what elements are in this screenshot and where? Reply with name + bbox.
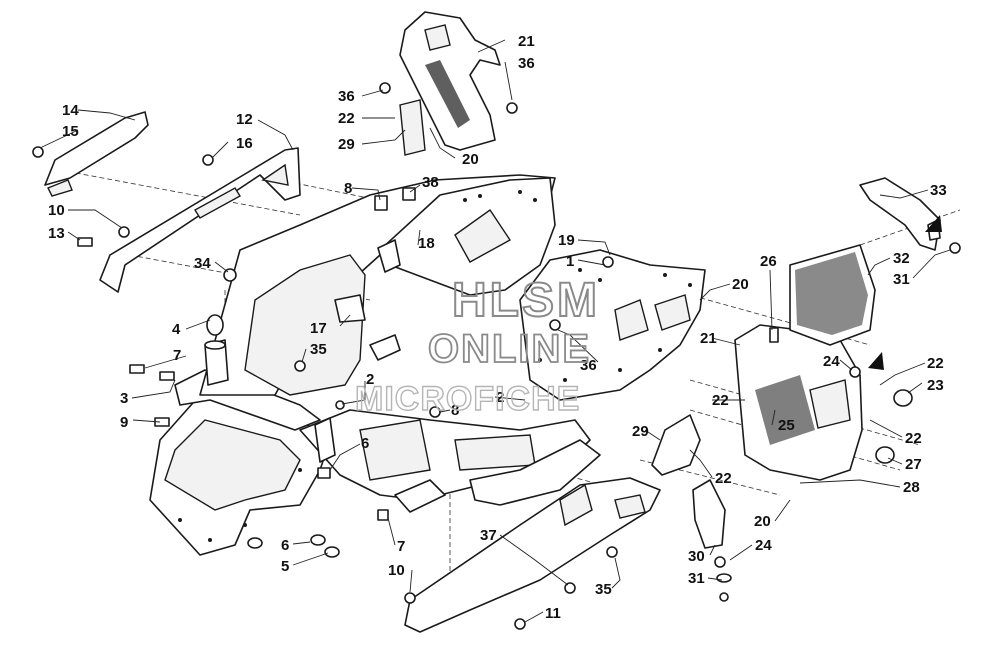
callout-38: 38: [422, 174, 439, 191]
callout-34: 34: [194, 255, 211, 272]
callout-31: 31: [688, 570, 705, 587]
callout-22: 22: [715, 470, 732, 487]
callout-2: 2: [496, 389, 504, 406]
callout-11: 11: [545, 605, 561, 622]
callout-36: 36: [580, 357, 597, 374]
callout-labels: 14 15 12 16 10 13 8 38 18 34 4 17 35 7 3…: [48, 33, 947, 622]
callout-24: 24: [823, 353, 840, 370]
flap-part-33: [859, 177, 941, 251]
callout-3: 3: [120, 390, 128, 407]
watermark-line-2: ONLINE: [428, 327, 591, 371]
watermark: HLSM ONLINE MICROFICHE: [354, 273, 600, 419]
callout-29: 29: [338, 136, 355, 153]
callout-36: 36: [338, 88, 355, 105]
upper-bracket-part-20-21: [399, 11, 501, 156]
callout-20: 20: [732, 276, 749, 293]
callout-32: 32: [893, 250, 910, 267]
callout-20: 20: [754, 513, 771, 530]
callout-35: 35: [595, 581, 612, 598]
callout-20: 20: [462, 151, 479, 168]
callout-24: 24: [755, 537, 772, 554]
callout-31: 31: [893, 271, 910, 288]
callout-19: 19: [558, 232, 575, 249]
callout-25: 25: [778, 417, 795, 434]
callout-7: 7: [173, 347, 181, 364]
callout-9: 9: [120, 414, 128, 431]
rail-part-14: [44, 111, 149, 197]
callout-21: 21: [700, 330, 717, 347]
callout-22: 22: [905, 430, 922, 447]
callout-17: 17: [310, 320, 327, 337]
callout-35: 35: [310, 341, 327, 358]
callout-13: 13: [48, 225, 65, 242]
callout-15: 15: [62, 123, 79, 140]
callout-18: 18: [418, 235, 435, 252]
callout-6: 6: [281, 537, 289, 554]
callout-7: 7: [397, 538, 405, 555]
fasteners: [32, 82, 961, 630]
callout-33: 33: [930, 182, 947, 199]
crossbar-part-12: [99, 147, 301, 293]
callout-5: 5: [281, 558, 289, 575]
callout-22: 22: [927, 355, 944, 372]
callout-28: 28: [903, 479, 920, 496]
watermark-line-3: MICROFICHE: [355, 380, 580, 418]
callout-8: 8: [344, 180, 352, 197]
callout-12: 12: [236, 111, 253, 128]
callout-8: 8: [451, 402, 459, 419]
callout-37: 37: [480, 527, 497, 544]
callout-26: 26: [760, 253, 777, 270]
callout-27: 27: [905, 456, 922, 473]
callout-22: 22: [712, 392, 729, 409]
grille-part-32: [789, 244, 876, 346]
callout-23: 23: [927, 377, 944, 394]
rear-bulkhead-part-21: [734, 324, 863, 481]
leader-lines: [39, 39, 951, 623]
callout-1: 1: [566, 253, 574, 270]
callout-6: 6: [361, 435, 369, 452]
plate-part-29: [651, 414, 726, 549]
callout-29: 29: [632, 423, 649, 440]
callout-36: 36: [518, 55, 535, 72]
callout-30: 30: [688, 548, 705, 565]
callout-4: 4: [172, 321, 181, 338]
callout-10: 10: [48, 202, 65, 219]
callout-16: 16: [236, 135, 253, 152]
callout-2: 2: [366, 371, 374, 388]
main-chassis-frame: [149, 174, 706, 556]
callout-10: 10: [388, 562, 405, 579]
callout-14: 14: [62, 102, 79, 119]
callout-22: 22: [338, 110, 355, 127]
watermark-line-1: HLSM: [452, 274, 600, 327]
callout-21: 21: [518, 33, 535, 50]
running-board-part-37: [404, 477, 661, 633]
